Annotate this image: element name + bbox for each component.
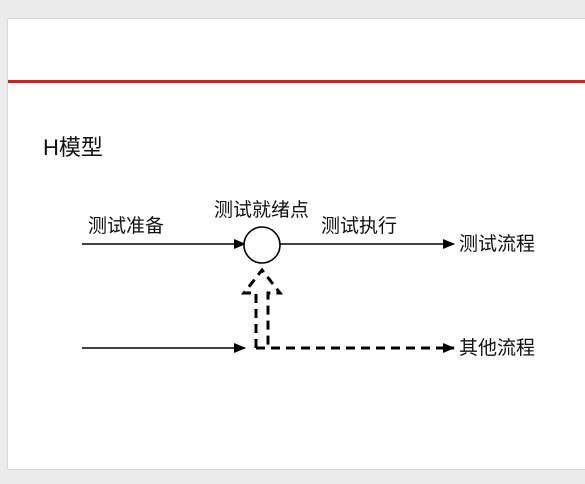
label-test-prep: 测试准备: [88, 215, 164, 237]
h-model-diagram: 测试准备 测试就绪点 测试执行 测试流程 其他流程: [82, 199, 535, 359]
label-other-flow: 其他流程: [459, 337, 535, 359]
label-test-exec: 测试执行: [321, 215, 397, 237]
trigger-dashed-up-arrow: [240, 267, 284, 348]
slide: H模型 测试准备 测试就绪点 测试执行 测试流程 其他流程: [7, 18, 585, 470]
header-divider: [8, 80, 585, 83]
label-test-flow: 测试流程: [459, 233, 535, 255]
label-ready-point: 测试就绪点: [214, 199, 309, 221]
ready-point-node: [243, 226, 281, 264]
slide-title: H模型: [43, 135, 103, 160]
